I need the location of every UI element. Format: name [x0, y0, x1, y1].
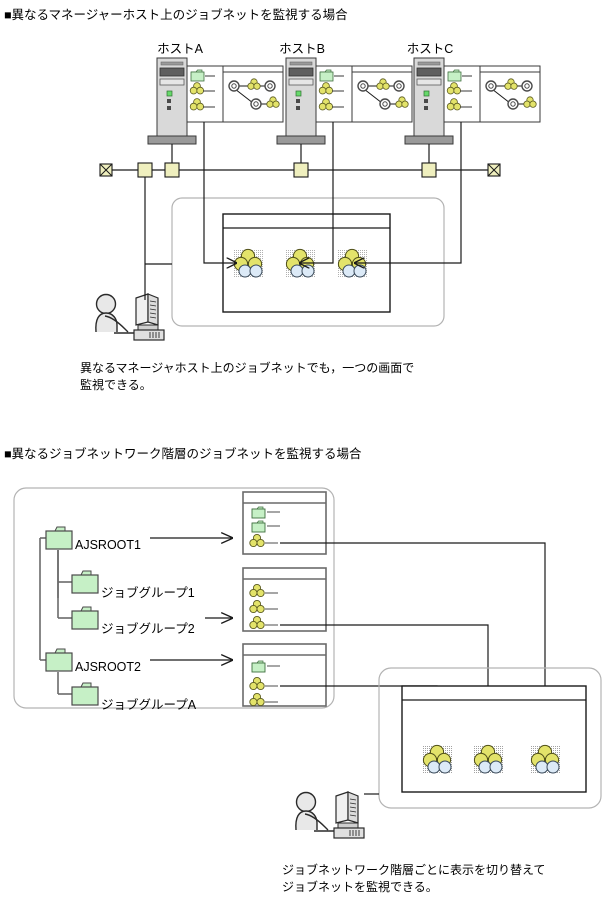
section2-operator	[295, 791, 379, 839]
tree-label-jobgroup1: ジョブグループ1	[101, 586, 195, 600]
panel-ajsroot1	[242, 491, 327, 555]
section2-diagram	[0, 478, 611, 858]
bus-tap-b	[293, 162, 309, 178]
bus-terminator-right	[487, 163, 501, 177]
host-c-unit	[404, 57, 541, 145]
panel-ajsroot2	[242, 643, 327, 707]
network-bus	[99, 144, 501, 178]
client-scope-container	[171, 197, 445, 327]
tree-label-ajsroot1: AJSROOT1	[75, 538, 141, 552]
jobnet-icon-6	[530, 744, 562, 775]
host-to-monitor-links	[203, 122, 462, 263]
host-c-label: ホストC	[406, 42, 454, 56]
section2-monitor-window	[401, 685, 587, 793]
tree-node-ajsroot1-icon	[45, 526, 73, 550]
jobnet-hierarchy-container	[13, 487, 335, 709]
tree-to-panel-arrows	[150, 538, 232, 660]
jobnet-icon-5	[473, 744, 505, 775]
panel-jobgroup2	[242, 567, 327, 632]
section1-caption: 異なるマネージャホスト上のジョブネットでも，一つの画面で 監視できる。	[80, 361, 415, 392]
host-b-label: ホストB	[279, 42, 325, 56]
section2-client-scope-container	[378, 667, 602, 809]
host-a-label: ホストA	[157, 42, 203, 56]
tree-label-jobgroup2: ジョブグループ2	[101, 622, 195, 636]
jobnet-icon-1	[233, 248, 265, 279]
bus-tap-a	[164, 162, 180, 178]
jobnet-icon-2	[285, 248, 317, 279]
host-b-unit	[276, 57, 413, 145]
tree-node-jobgroup2-icon	[71, 606, 99, 630]
tree-node-jobgroupa-icon	[71, 682, 99, 706]
bus-tap-client	[137, 162, 153, 178]
jobnet-icon-4	[422, 744, 454, 775]
bus-terminator-left	[99, 163, 113, 177]
section1-heading: ■異なるマネージャーホスト上のジョブネットを監視する場合	[4, 8, 348, 22]
tree-label-jobgroupa: ジョブグループA	[101, 698, 197, 712]
tree-node-jobgroup1-icon	[71, 570, 99, 594]
tree-label-ajsroot2: AJSROOT2	[75, 660, 141, 674]
tree-node-ajsroot2-icon	[45, 648, 73, 672]
section2-caption: ジョブネットワーク階層ごとに表示を切り替えて ジョブネットを監視できる。	[282, 863, 546, 894]
section1-diagram	[0, 0, 611, 420]
host-a-unit	[147, 57, 284, 145]
section1-operator	[95, 177, 172, 341]
section2-heading: ■異なるジョブネットワーク階層のジョブネットを監視する場合	[4, 447, 362, 461]
jobnet-icon-3	[337, 248, 369, 279]
tree-connectors	[39, 537, 72, 695]
bus-tap-c	[421, 162, 437, 178]
